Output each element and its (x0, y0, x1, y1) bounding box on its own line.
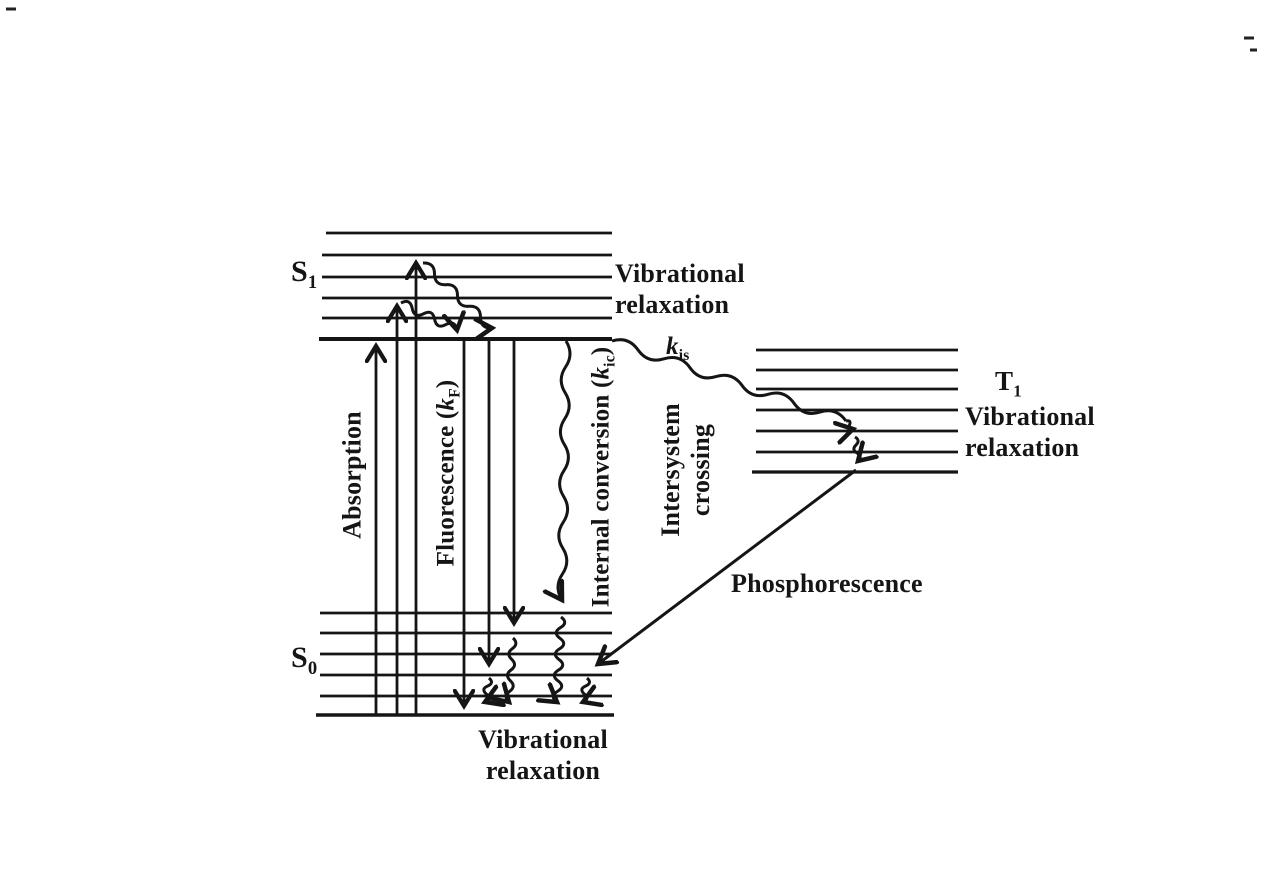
fluorescence-text: Fluorescence ( (432, 410, 460, 567)
intersystem-crossing-wavy (611, 338, 860, 461)
k-is-rate-label: kis (666, 331, 690, 364)
t1-symbol: T (995, 366, 1014, 396)
k-ic-subscript: ic (601, 355, 619, 367)
vibrational-relaxation-s0-line1: Vibrational (478, 725, 608, 754)
k-ic-symbol: k (587, 366, 615, 380)
phosphorescence-text: Phosphorescence (731, 569, 923, 598)
s0-energy-levels (316, 611, 614, 717)
absorption-label: Absorption (337, 411, 368, 539)
absorption-text: Absorption (337, 411, 367, 539)
vibrational-relaxation-s0-line2: relaxation (485, 756, 601, 785)
intersystem-crossing-line1: Intersystem (656, 403, 685, 537)
k-f-symbol: k (432, 397, 460, 411)
k-is-symbol: k (666, 333, 679, 360)
intersystem-crossing-label: Intersystem crossing (656, 403, 716, 537)
internal-conversion-text: Internal conversion ( (587, 379, 615, 608)
vibrational-relaxation-t1-line2: relaxation (965, 433, 1080, 462)
s0-vibrational-relaxation-wavy (484, 636, 590, 702)
s0-state-label: S0 (291, 641, 317, 678)
vibrational-relaxation-s1-label: Vibrational relaxation (615, 258, 745, 320)
vibrational-relaxation-s1-line1: Vibrational (615, 259, 745, 288)
phosphorescence-arrow (598, 468, 857, 664)
scan-artifact-specks (6, 7, 1257, 52)
phosphorescence-label: Phosphorescence (731, 568, 923, 599)
vibrational-relaxation-s0-label: Vibrational relaxation (478, 724, 608, 786)
fluorescence-label: Fluorescence (kF) (431, 379, 464, 567)
s1-state-label: S1 (291, 255, 317, 292)
intersystem-crossing-line2: crossing (686, 423, 715, 517)
vibrational-relaxation-s1-line2: relaxation (615, 290, 730, 319)
fluorescence-text-close: ) (432, 379, 460, 389)
k-f-subscript: F (446, 388, 464, 398)
absorption-arrows (376, 263, 416, 714)
s1-subscript: 1 (307, 272, 318, 293)
s1-symbol: S (291, 255, 308, 288)
internal-conversion-text-close: ) (587, 346, 615, 356)
vibrational-relaxation-t1-label: Vibrational relaxation (965, 401, 1095, 463)
k-is-subscript: is (678, 347, 690, 364)
s1-energy-levels (319, 231, 612, 341)
t1-state-label: T1 (995, 366, 1022, 401)
s0-symbol: S (291, 641, 308, 674)
internal-conversion-wavy (553, 340, 572, 702)
t1-subscript: 1 (1013, 381, 1022, 401)
s0-subscript: 0 (307, 658, 318, 679)
vibrational-relaxation-t1-line1: Vibrational (965, 402, 1095, 431)
fluorescence-arrows (464, 339, 514, 706)
s1-vibrational-relaxation-wavy (400, 261, 492, 330)
t1-energy-levels (752, 348, 958, 474)
internal-conversion-label: Internal conversion (kic) (586, 346, 619, 608)
